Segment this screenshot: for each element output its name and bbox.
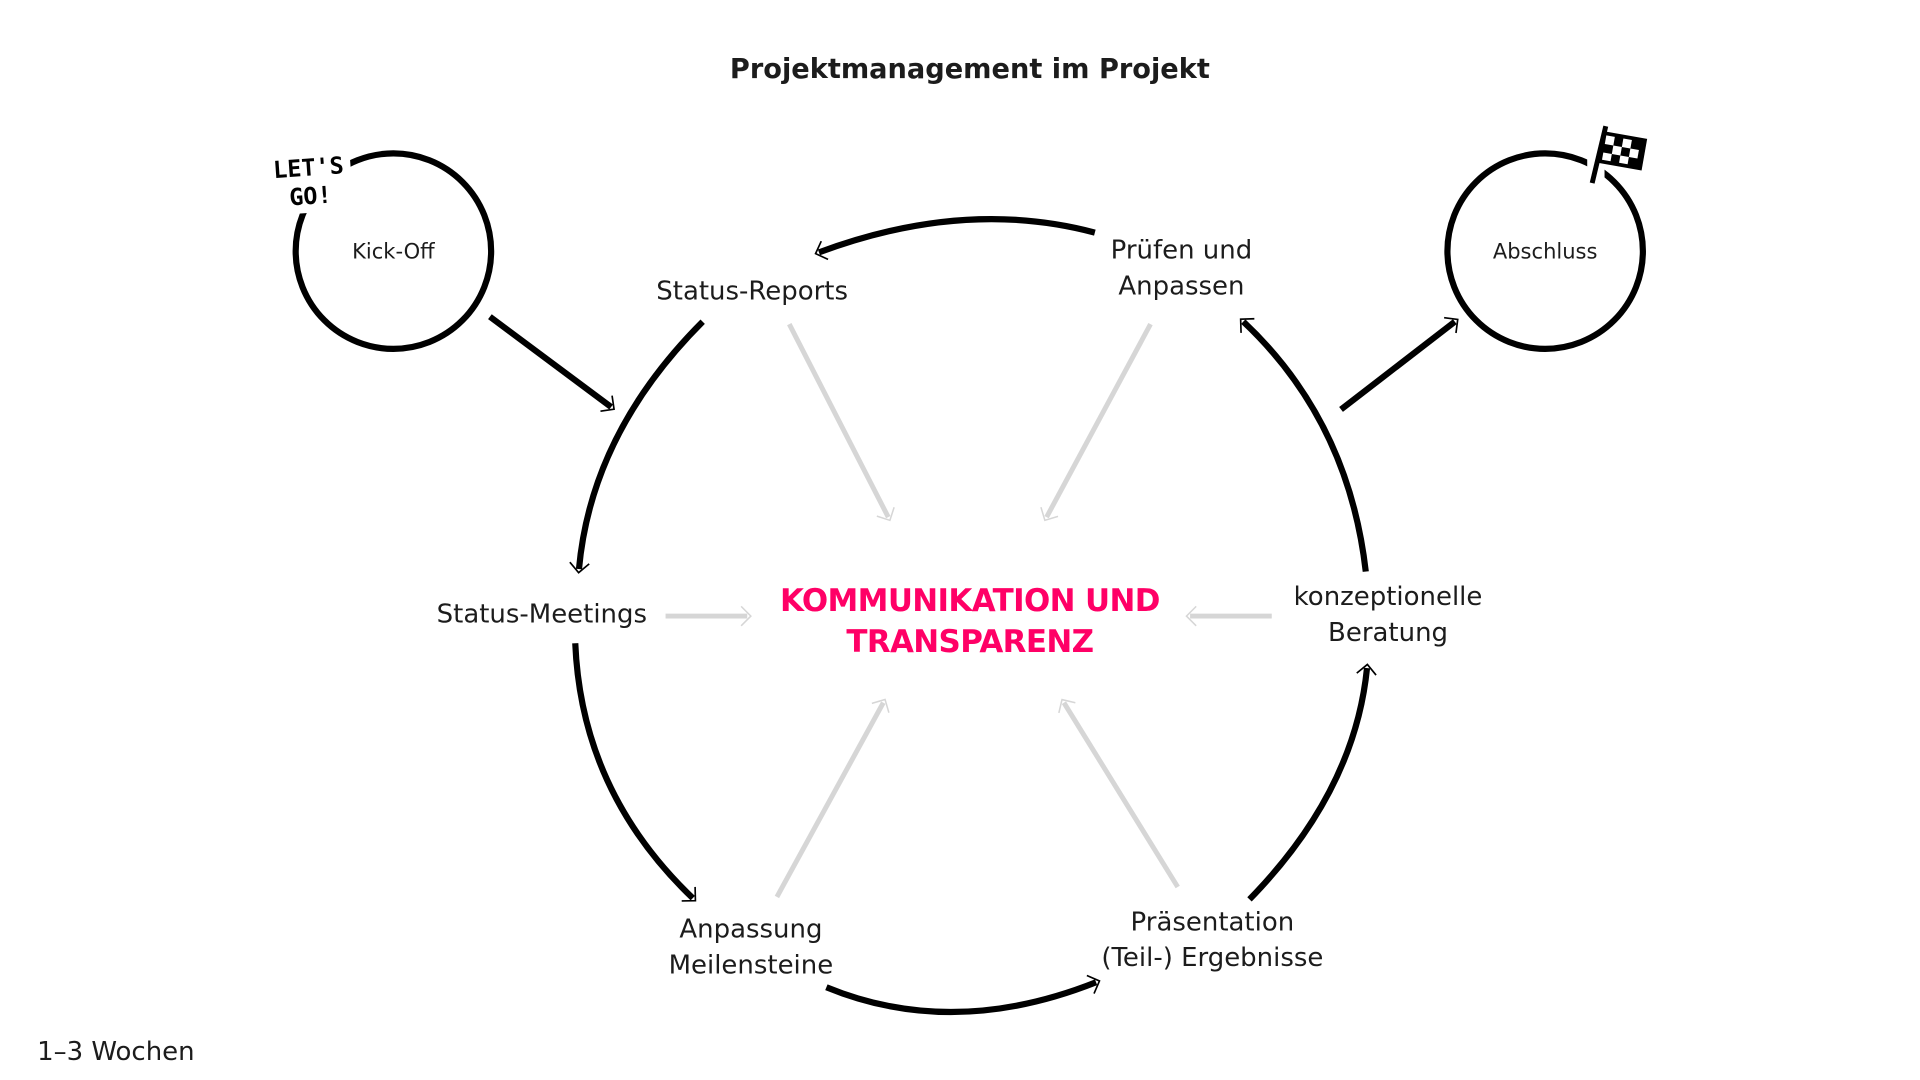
label-pruefen-1: Prüfen und: [1111, 236, 1253, 266]
label-status-meetings: Status-Meetings: [437, 599, 647, 629]
page-title: Projektmanagement im Projekt: [730, 54, 1210, 85]
checkered-flag-icon: [1587, 125, 1648, 192]
arrow-beratung-to-pruefen: [1239, 317, 1369, 572]
arrow-cycle-to-abschluss: [1339, 316, 1459, 412]
center-line2: TRANSPARENZ: [846, 624, 1093, 660]
label-status-reports: Status-Reports: [656, 276, 848, 306]
center-line1: KOMMUNIKATION UND: [780, 583, 1160, 619]
arrow-meetings-to-anpassung: [572, 643, 697, 902]
gray-arrow-reports: [787, 322, 895, 522]
kickoff-label: Kick-Off: [352, 239, 435, 264]
label-beratung-2: Beratung: [1328, 618, 1448, 648]
arrow-reports-to-meetings: [569, 319, 705, 574]
abschluss-node: Abschluss: [1444, 125, 1648, 352]
gray-arrow-pruefen: [1040, 322, 1153, 522]
label-praesentation-2: (Teil-) Ergebnisse: [1101, 943, 1323, 973]
badge-line2: GO!: [288, 181, 332, 212]
lets-go-badge-icon: LET'S GO!: [267, 145, 354, 216]
abschluss-label: Abschluss: [1493, 239, 1598, 264]
arrow-anpassung-to-praesentation: [825, 974, 1101, 1016]
kickoff-node: Kick-Off LET'S GO!: [267, 145, 495, 352]
arrow-kickoff-to-cycle: [488, 314, 615, 412]
label-anpassung-2: Meilensteine: [669, 951, 834, 981]
label-praesentation-1: Präsentation: [1131, 907, 1295, 937]
duration-footer: 1–3 Wochen: [37, 1037, 195, 1067]
label-anpassung-1: Anpassung: [679, 915, 822, 945]
arrow-pruefen-to-reports: [814, 216, 1096, 261]
gray-arrow-praesentation: [1058, 698, 1180, 889]
badge-line1: LET'S: [272, 151, 345, 184]
label-beratung-1: konzeptionelle: [1294, 582, 1483, 612]
gray-arrow-anpassung: [774, 698, 890, 899]
label-pruefen-2: Anpassen: [1118, 271, 1244, 301]
arrow-praesentation-to-beratung: [1247, 663, 1377, 902]
